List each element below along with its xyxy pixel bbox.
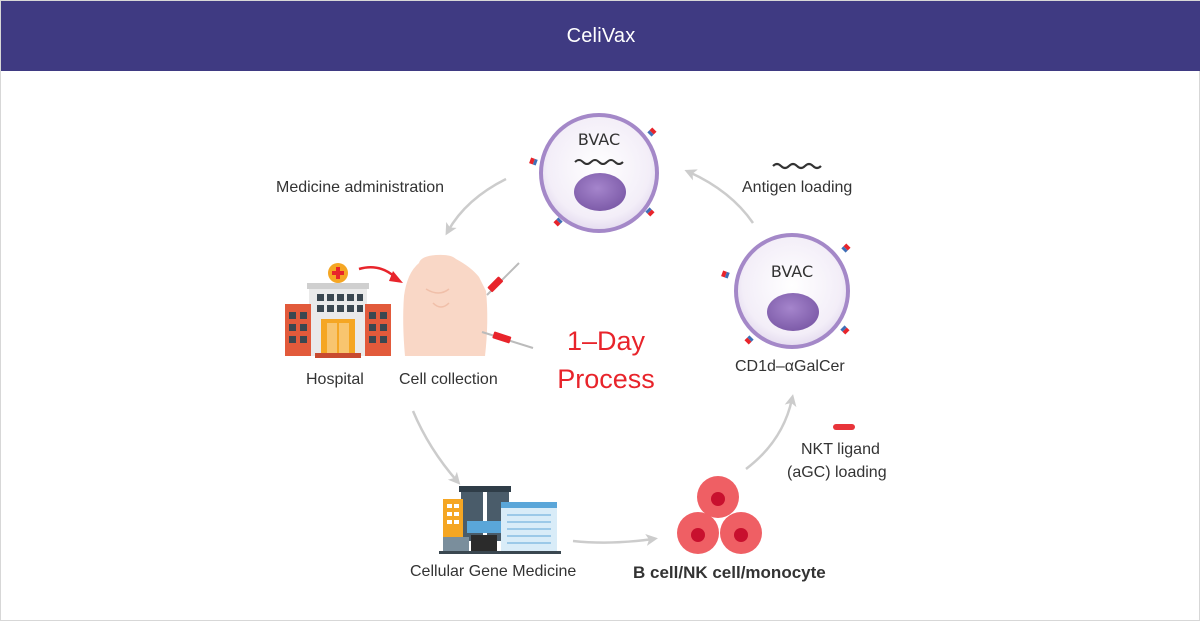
b-cell-cluster-icon bbox=[677, 476, 762, 554]
bvac-top-label: BVAC bbox=[578, 130, 620, 149]
process-line2: Process bbox=[557, 364, 655, 394]
receptor-icon bbox=[744, 335, 754, 345]
cycle-diagram: BVAC BVAC bbox=[1, 71, 1200, 622]
nkt-ligand-label-line1: NKT ligand bbox=[801, 441, 880, 458]
nkt-ligand-icon bbox=[833, 424, 855, 430]
antigen-wave-icon bbox=[574, 159, 624, 165]
arrow-antigen-loading bbox=[684, 169, 755, 224]
arrow-to-manufacturing bbox=[411, 410, 461, 485]
arrow-to-bcell bbox=[572, 534, 658, 546]
receptor-icon bbox=[840, 325, 850, 335]
bvac-top-cell bbox=[529, 113, 659, 233]
receptor-icon bbox=[529, 157, 538, 166]
arrow-administration bbox=[445, 177, 507, 236]
page-title: CeliVax bbox=[566, 25, 636, 47]
bvac-right-label: BVAC bbox=[771, 262, 813, 281]
hospital-icon bbox=[285, 263, 391, 358]
red-arrow-icon bbox=[358, 266, 396, 278]
receptor-icon bbox=[721, 270, 730, 279]
cell-collection-label: Cell collection bbox=[399, 371, 498, 388]
syringe-icon bbox=[481, 331, 534, 349]
cycle-graphics: BVAC BVAC bbox=[285, 113, 855, 554]
receptor-icon bbox=[841, 243, 851, 253]
cellular-gene-medicine-label: Cellular Gene Medicine bbox=[410, 563, 577, 580]
antigen-loading-label: Antigen loading bbox=[742, 179, 853, 196]
hospital-label: Hospital bbox=[306, 371, 364, 388]
process-line1: 1–Day bbox=[566, 326, 646, 356]
header-bar: CeliVax bbox=[1, 1, 1200, 71]
antigen-legend-wave-icon bbox=[772, 162, 822, 170]
patient-body-icon bbox=[403, 254, 488, 356]
medicine-administration-label: Medicine administration bbox=[276, 179, 445, 196]
b-cell-nk-monocyte-label: B cell/NK cell/monocyte bbox=[633, 563, 826, 582]
factory-icon bbox=[439, 486, 561, 554]
arrow-nkt-loading bbox=[745, 394, 797, 470]
nkt-ligand-label-line2: (aGC) loading bbox=[787, 464, 887, 481]
cd1d-galcer-label: CD1d–αGalCer bbox=[735, 358, 845, 375]
bvac-right-cell bbox=[721, 233, 851, 349]
cycle-arrows bbox=[411, 169, 797, 546]
receptor-icon bbox=[647, 127, 657, 137]
syringe-icon bbox=[486, 262, 520, 296]
